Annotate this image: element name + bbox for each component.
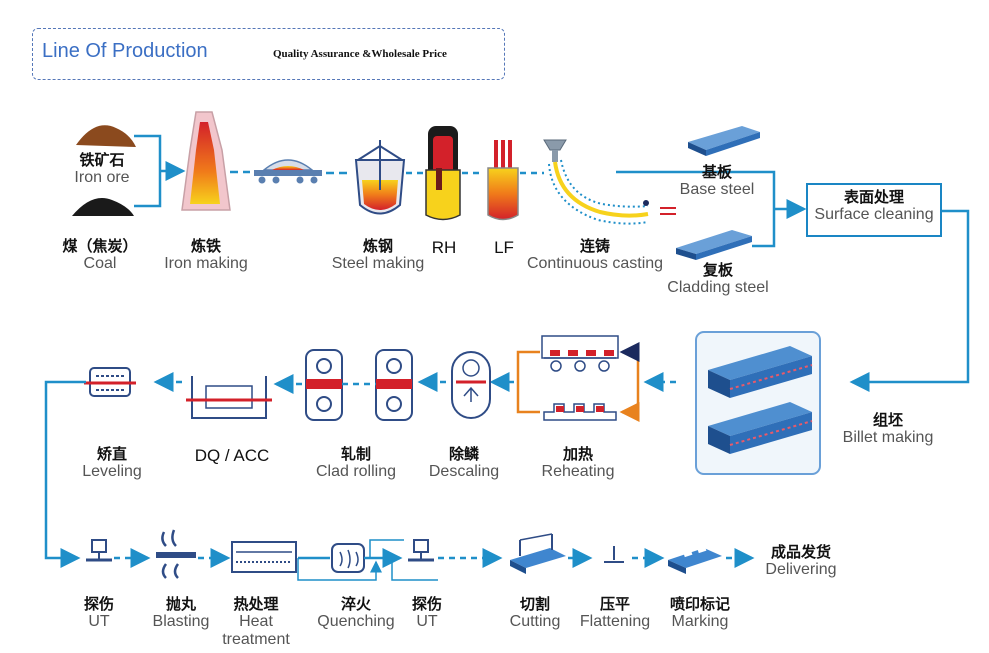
dq-acc-unit-icon [186, 376, 272, 419]
iron-ore-pile-icon [76, 125, 136, 147]
cutting-table-icon [510, 533, 566, 574]
delivering-label: 成品发货 Delivering [765, 543, 837, 578]
header-subtitle: Quality Assurance &Wholesale Price [273, 48, 447, 60]
cutting-label: 切割 Cutting [509, 595, 561, 630]
ut2-label: 探伤 UT [411, 595, 442, 630]
heat-treatment-furnace-icon [231, 541, 297, 573]
coal-pile-icon [72, 198, 134, 216]
converter-icon [354, 140, 406, 215]
clad-rolling-label: 轧制 Clad rolling [315, 445, 397, 480]
marking-label: 喷印标记 Marking [669, 595, 730, 630]
rolling-mill-icon [305, 349, 413, 421]
base-steel-slab-icon [688, 126, 760, 156]
blast-furnace-icon [181, 111, 231, 211]
continuous-casting-label: 连铸 Continuous casting [526, 237, 664, 272]
coal-label: 煤（焦炭） Coal [62, 237, 138, 272]
leveling-label: 矫直 Leveling [82, 445, 142, 480]
continuous-caster-icon [543, 139, 676, 225]
ut1-label: 探伤 UT [83, 595, 114, 630]
surface-cleaning-label: 表面处理 Surface cleaning [814, 188, 934, 223]
rh-label: RH [431, 238, 457, 257]
quenching-unit-icon [331, 543, 365, 573]
cladding-steel-slab-icon [676, 230, 752, 260]
header-frame [32, 28, 505, 80]
cladding-steel-label: 复板 Cladding steel [667, 261, 769, 296]
blasting-label: 抛丸 Blasting [152, 595, 210, 630]
leveler-icon [84, 367, 136, 397]
reheating-label: 加热 Reheating [541, 445, 615, 480]
iron-ore-label: 铁矿石 Iron ore [74, 151, 130, 186]
marking-plate-icon [668, 546, 722, 574]
dq-acc-label: DQ / ACC [194, 446, 270, 465]
ut-inspection-icon-1 [86, 539, 112, 562]
header-title: Line Of Production [42, 40, 208, 62]
torpedo-car-icon [254, 159, 322, 184]
descaling-unit-icon [451, 351, 491, 419]
descaling-label: 除鳞 Descaling [428, 445, 500, 480]
iron-making-label: 炼铁 Iron making [164, 237, 248, 272]
ut-inspection-icon-2 [408, 539, 434, 562]
rh-vessel-icon [425, 126, 461, 221]
flattening-press-icon [604, 546, 624, 563]
billet-stack-icon [695, 331, 821, 475]
blasting-unit-icon [156, 529, 196, 579]
reheating-furnace-icon [516, 335, 640, 422]
surface-cleaning-box [806, 183, 942, 237]
quenching-label: 淬火 Quenching [317, 595, 395, 630]
billet-making-label: 组坯 Billet making [842, 411, 934, 446]
steel-making-label: 炼钢 Steel making [331, 237, 425, 272]
lf-furnace-icon [487, 140, 519, 221]
flattening-label: 压平 Flattening [579, 595, 651, 630]
base-steel-label: 基板 Base steel [679, 163, 755, 198]
lf-label: LF [494, 238, 514, 257]
heat-treatment-label: 热处理 Heat treatment [222, 595, 290, 648]
